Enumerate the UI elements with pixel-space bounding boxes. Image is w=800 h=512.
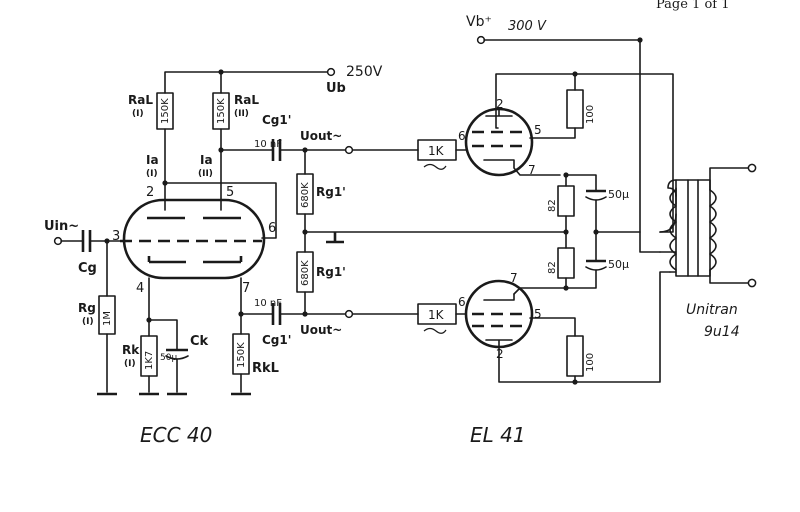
ecc40-pin-7: 7 [242, 281, 250, 296]
rg1-bot-value: 680K [300, 260, 311, 286]
grid-res-bot [417, 303, 457, 325]
grid-res-top [417, 139, 457, 161]
screen-res-bot-value: 100 [585, 353, 596, 372]
cg1-bot-value: 10 nF [254, 298, 282, 309]
transformer-core [675, 179, 711, 277]
rg-label: Rg [78, 301, 96, 315]
ral1-sub: (I) [132, 109, 144, 119]
screen-resistor-bot [566, 335, 584, 377]
uout-top-label: Uout~ [300, 129, 342, 143]
cg1-top-capacitor [271, 139, 282, 161]
b-plus-value: 250V [346, 64, 383, 80]
speaker-terminal-2 [747, 278, 757, 288]
ck-value: 50μ [160, 353, 177, 363]
ground-symbol [326, 232, 344, 244]
ecc40-envelope [122, 198, 266, 280]
ral2-label: RaL [234, 93, 259, 107]
secondary-winding [709, 189, 717, 271]
uout-bot-label: Uout~ [300, 323, 342, 337]
el41-bot-pin-5: 5 [534, 307, 542, 321]
uout-top-terminal [344, 145, 354, 155]
rk-label: Rk [122, 343, 140, 357]
cg-capacitor [81, 230, 92, 252]
vb-label: Vb⁺ [466, 14, 492, 30]
ecc40-pin-5: 5 [226, 185, 234, 200]
rk-value: 1K7 [144, 351, 155, 370]
grid-res-top-value: 1K [428, 144, 445, 158]
screen-resistor-top [566, 89, 584, 129]
ecc40-pin-6: 6 [268, 221, 276, 236]
el41-top-pin-2: 2 [496, 97, 504, 111]
ral2-sub: (II) [234, 109, 249, 119]
b-plus-label: Ub [326, 81, 346, 96]
input-label: Uin~ [44, 219, 79, 234]
rkl-value: 150K [236, 342, 247, 368]
cg1-bot-label: Cg1' [262, 333, 291, 347]
rg1-top-label: Rg1' [316, 185, 346, 199]
primary-winding [669, 189, 677, 271]
transformer-name-1: Unitran [686, 302, 738, 318]
cathode-res-top [557, 185, 575, 217]
el41-top-pin-5: 5 [534, 123, 542, 137]
cg-label: Cg [78, 261, 97, 276]
rg-value: 1M [102, 311, 113, 326]
ecc40-pin-3: 3 [112, 229, 120, 244]
cathode-cap-bot-value: 50μ [608, 258, 629, 271]
rkl-label: RkL [252, 361, 279, 376]
output-transformer: Unitran 9u14 [659, 163, 757, 340]
ecc40-name: ECC 40 [140, 423, 212, 447]
speaker-terminal-1 [747, 163, 757, 173]
rk-sub: (I) [124, 359, 136, 369]
cathode-res-bot [557, 247, 575, 279]
rg1-bot-label: Rg1' [316, 265, 346, 279]
ral1-label: RaL [128, 93, 153, 107]
b-plus-rail [164, 71, 329, 94]
ecc40-pin-4: 4 [136, 281, 144, 296]
ia2-label: Ia [200, 153, 213, 167]
b-plus-terminal [326, 67, 336, 77]
cathode-res-bot-value: 82 [547, 261, 558, 274]
ia2-sub: (II) [198, 169, 213, 179]
el41-name: EL 41 [470, 423, 526, 447]
el41-bot-pin-7: 7 [510, 271, 518, 285]
el41-top-pin-6: 6 [458, 129, 466, 143]
rg1-top-value: 680K [300, 182, 311, 208]
cathode-cap-top-value: 50μ [608, 188, 629, 201]
cg1-top-label: Cg1' [262, 113, 291, 127]
el41-top-pin-7: 7 [528, 163, 536, 177]
ia1-sub: (I) [146, 169, 158, 179]
page-header: Page 1 of 1 [656, 0, 730, 12]
el41-top-envelope [464, 107, 534, 177]
coupling-network: Cg1' 10 nF Uout~ 680K Rg1' 680K Rg1' 10 … [220, 113, 567, 347]
ral2-value: 150K [216, 98, 227, 124]
grid-res-bot-value: 1K [428, 308, 445, 322]
ia1-label: Ia [146, 153, 159, 167]
ral1-value: 150K [160, 98, 171, 124]
ck-label: Ck [190, 334, 209, 349]
uout-bot-terminal [344, 309, 354, 319]
vb-value: 300 V [508, 19, 547, 34]
cathode-res-top-value: 82 [547, 199, 558, 212]
ecc40-pin-2: 2 [146, 185, 154, 200]
ecc40-stage: 250V Ub 150K RaL (I) 150K RaL (II) Ia (I… [44, 64, 383, 447]
screen-res-top-value: 100 [585, 105, 596, 124]
rg-sub: (I) [82, 317, 94, 327]
el41-bot-pin-2: 2 [496, 347, 504, 361]
el41-bot-pin-6: 6 [458, 295, 466, 309]
cg1-top-value: 10 nF [254, 139, 282, 150]
transformer-name-2: 9u14 [704, 324, 740, 340]
el41-stage: Vb⁺ 300 V 100 2 5 6 7 1K 82 50μ [352, 14, 674, 447]
